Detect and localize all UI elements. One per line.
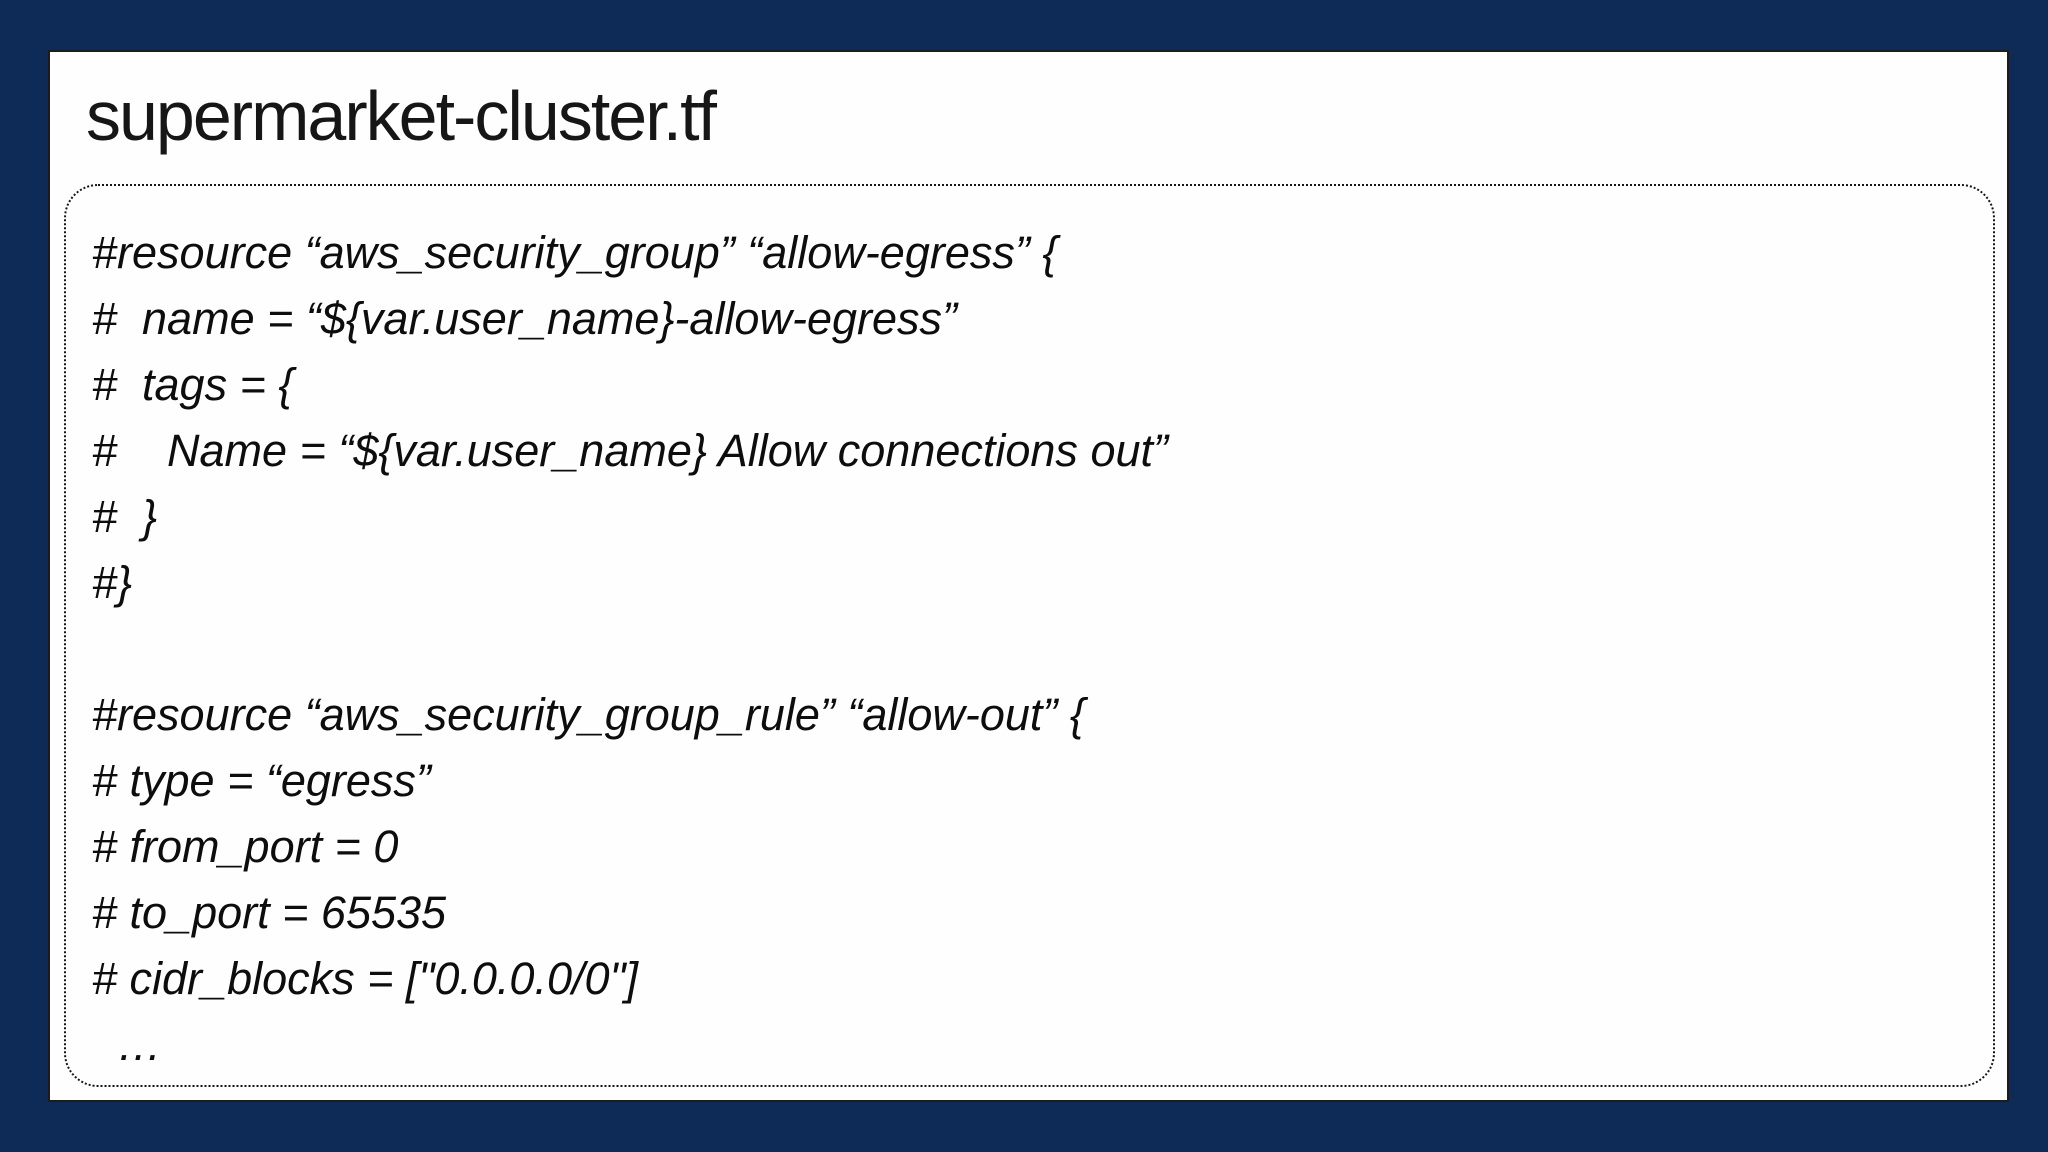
terraform-code-block: #resource “aws_security_group” “allow-eg… xyxy=(92,227,1168,1070)
slide-card: supermarket-cluster.tf #resource “aws_se… xyxy=(48,50,2009,1102)
code-box: #resource “aws_security_group” “allow-eg… xyxy=(64,184,1995,1087)
page-title: supermarket-cluster.tf xyxy=(86,77,717,155)
